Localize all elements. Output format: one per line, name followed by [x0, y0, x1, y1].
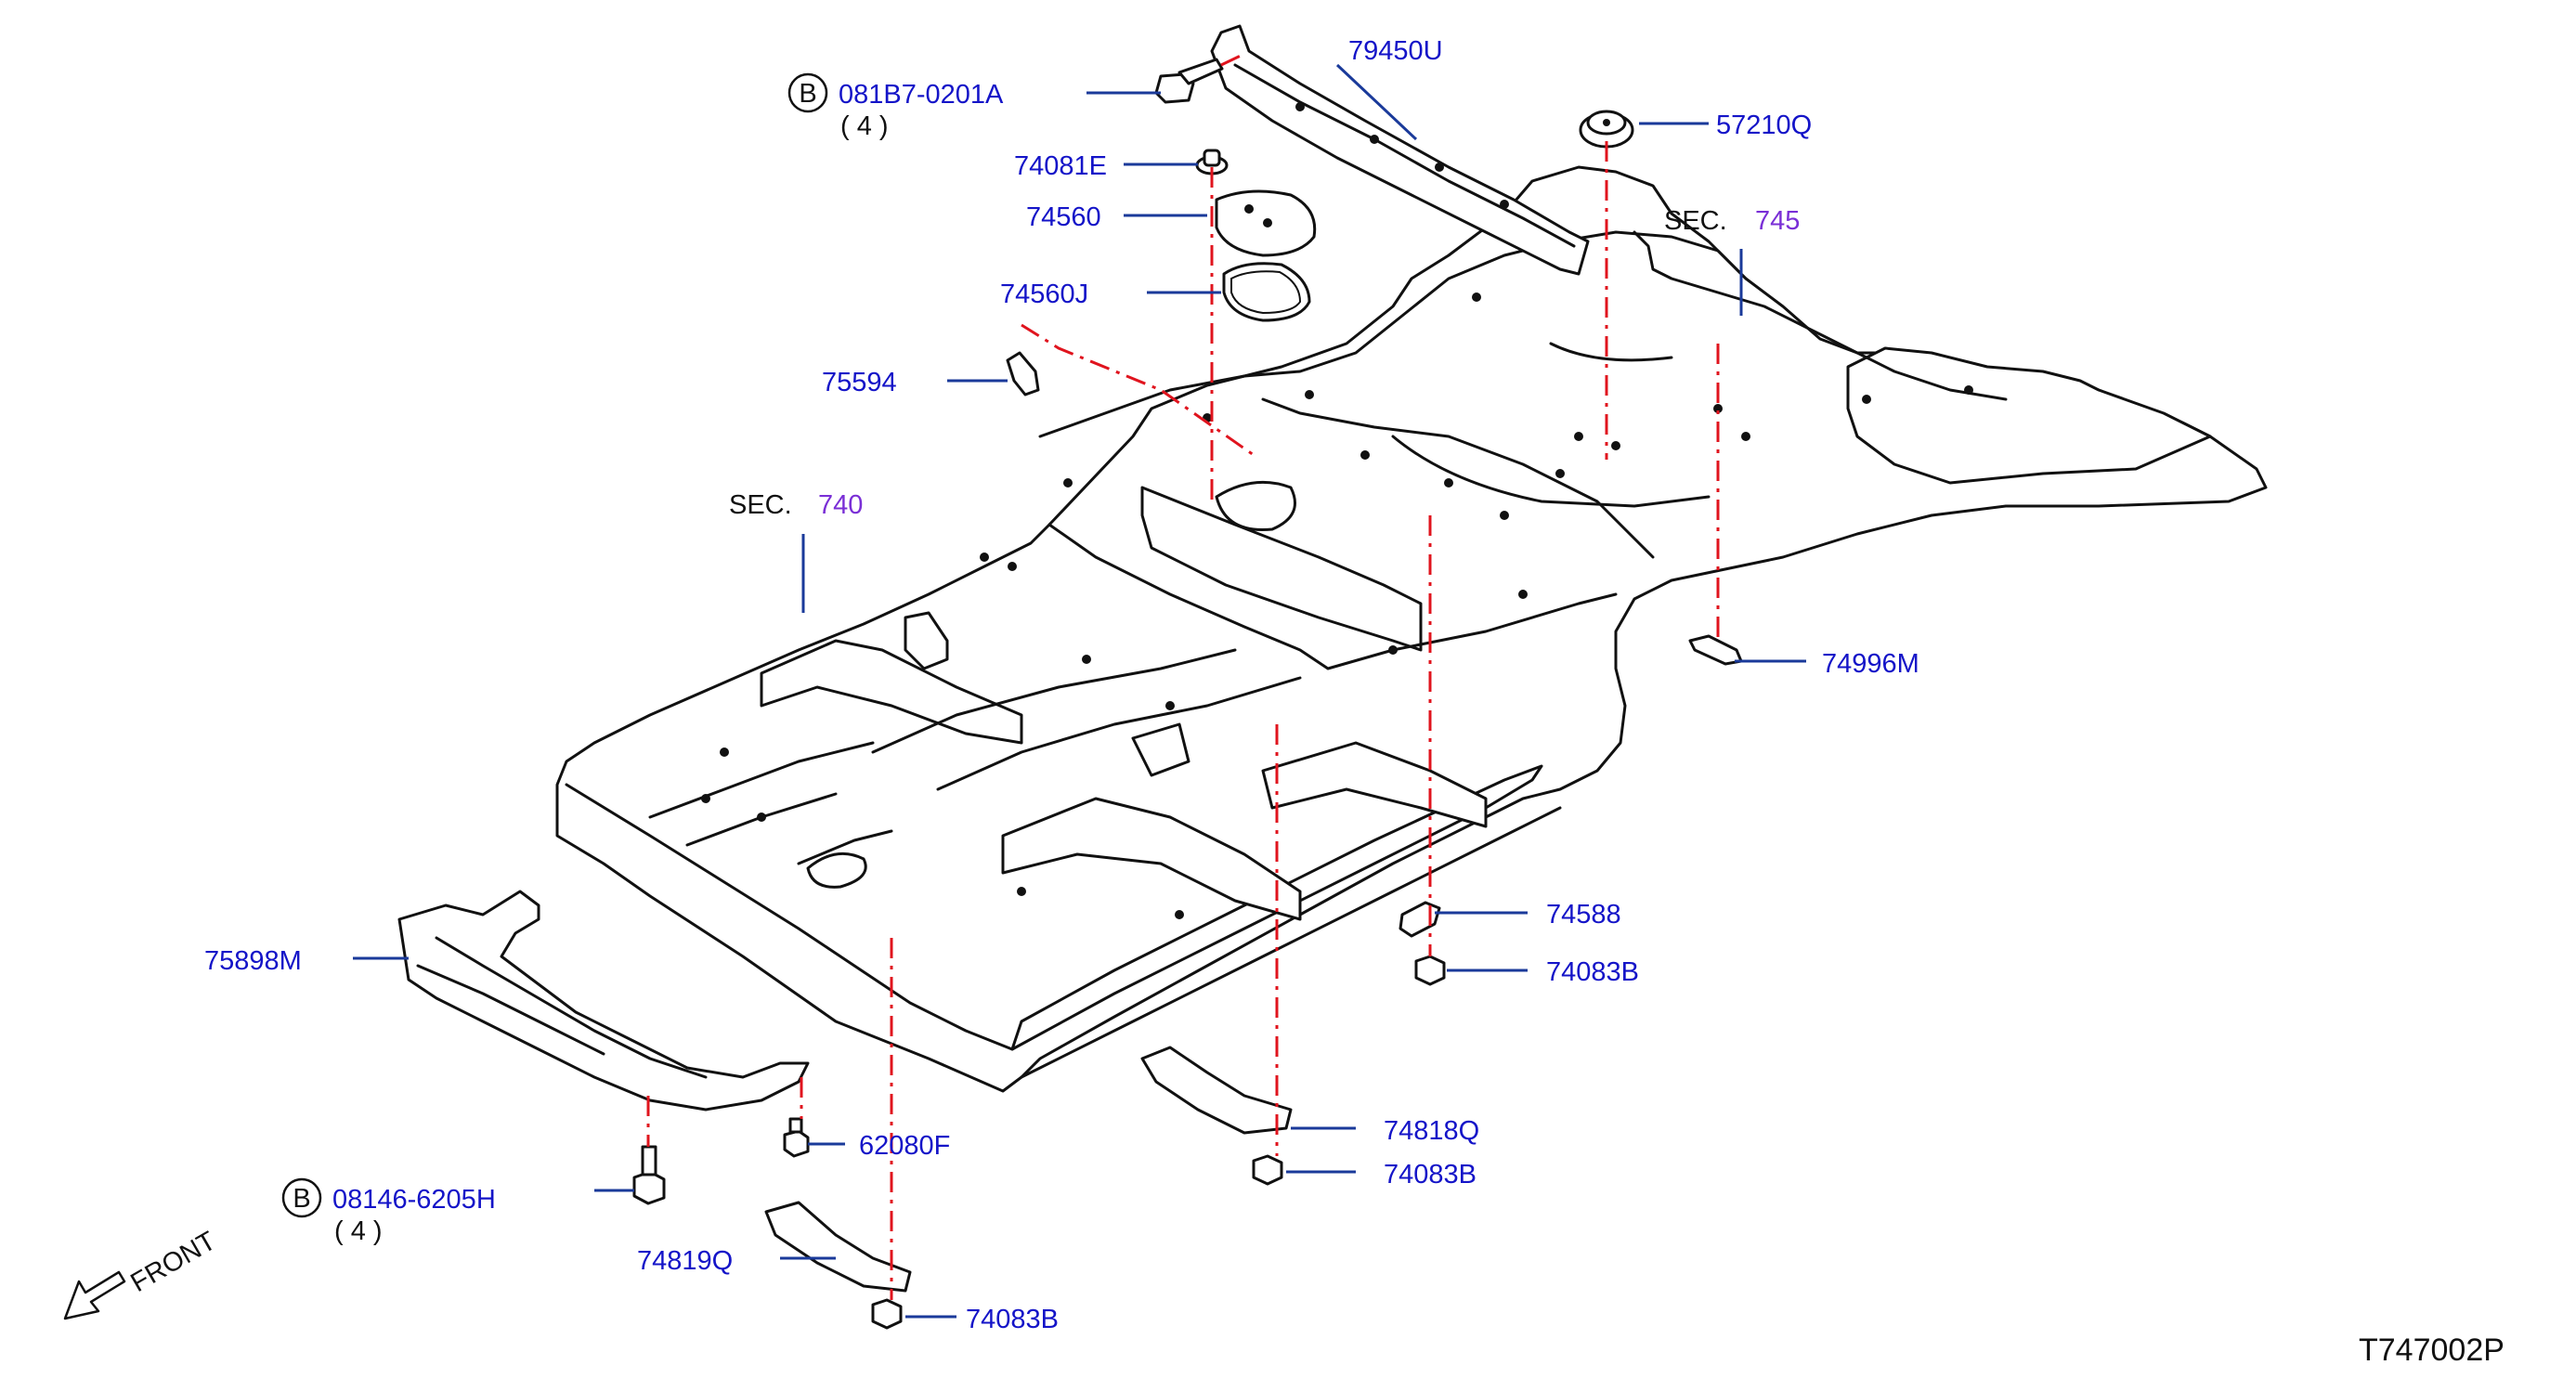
callout-74560j[interactable]: 74560J — [1000, 280, 1088, 309]
floor-holes — [701, 292, 1973, 919]
section-ref-745[interactable]: SEC. 745 — [1664, 206, 1800, 236]
callout-57210q[interactable]: 57210Q — [1716, 110, 1812, 140]
right-sill-lower — [1020, 806, 1562, 1079]
rear-arc — [1549, 342, 1673, 362]
floor-panel-outline — [555, 165, 2268, 1093]
callout-62080f[interactable]: 62080F — [859, 1131, 950, 1161]
assembly-centerlines — [646, 52, 1720, 1300]
front-crossmember — [760, 639, 1023, 745]
section-number: 745 — [1755, 206, 1800, 236]
callout-74818q[interactable]: 74818Q — [1384, 1116, 1479, 1146]
callout-74083b-left[interactable]: 74083B — [966, 1305, 1059, 1334]
floor-access-hole — [806, 852, 867, 889]
floor-panel-assembly — [555, 165, 2268, 1093]
under-cover-75898m — [397, 890, 810, 1112]
bolt-callout-081b7[interactable]: B 081B7-0201A ( 4 ) — [787, 72, 1004, 141]
bracket-74818q — [1140, 1046, 1293, 1135]
nut-74083b-center — [1252, 1154, 1283, 1186]
center-step-line — [1047, 523, 1618, 670]
plug-75594 — [1006, 351, 1040, 396]
center-bulkhead — [1140, 486, 1423, 652]
bolt-symbol-icon — [787, 72, 828, 113]
under-cover-ribs — [416, 936, 708, 1079]
center-crossmember — [1001, 797, 1302, 921]
rear-deck-inner — [1261, 397, 1655, 559]
left-sill — [565, 783, 1014, 1051]
rear-panel-bend — [1633, 230, 2008, 401]
callout-74081e[interactable]: 74081E — [1014, 151, 1107, 181]
section-number: 740 — [818, 490, 863, 520]
drawing-number: T747002P — [2359, 1332, 2504, 1368]
bolt-callout-08146[interactable]: B 08146-6205H ( 4 ) — [281, 1177, 496, 1246]
callout-79450u[interactable]: 79450U — [1348, 36, 1443, 66]
rear-floor-extension — [1846, 346, 2212, 485]
nut-74083b-right — [1414, 955, 1446, 986]
grommet-57210q — [1579, 110, 1634, 149]
callout-74083b-center[interactable]: 74083B — [1384, 1160, 1477, 1190]
seat-bracket-left — [904, 611, 949, 670]
bracket-74819q — [764, 1201, 912, 1293]
leader-lines — [353, 63, 1806, 1319]
clip-74081e — [1195, 149, 1229, 176]
section-prefix: SEC. — [1664, 206, 1727, 236]
bolt-08146 — [632, 1145, 666, 1205]
bolt-symbol: B — [293, 1184, 310, 1214]
rear-cross-bar — [1210, 24, 1590, 276]
bolt-symbol-icon — [281, 1177, 322, 1218]
callout-74819q[interactable]: 74819Q — [637, 1246, 733, 1276]
callout-75594[interactable]: 75594 — [822, 368, 897, 397]
quantity: ( 4 ) — [334, 1216, 383, 1246]
callout-74083b-right[interactable]: 74083B — [1546, 957, 1639, 987]
quantity: ( 4 ) — [840, 111, 889, 141]
rear-cross-bar-flange — [1233, 63, 1576, 248]
callout-75898m[interactable]: 75898M — [204, 946, 302, 976]
part-number: 081B7-0201A — [839, 80, 1004, 110]
bolt-symbol: B — [799, 79, 816, 109]
front-label: FRONT — [126, 1226, 222, 1298]
rear-wheelhouse-edge — [1391, 435, 1711, 508]
bracket-74588 — [1399, 901, 1441, 938]
rear-deck-edge — [1038, 230, 1748, 438]
clip-62080f — [783, 1117, 810, 1158]
seat-bracket-right — [1131, 722, 1190, 777]
front-arrow-icon — [63, 1270, 126, 1320]
nut-74083b-left — [871, 1298, 903, 1330]
front-direction-indicator: FRONT — [63, 1226, 222, 1320]
callout-74560[interactable]: 74560 — [1026, 202, 1101, 232]
callout-74588[interactable]: 74588 — [1546, 900, 1621, 930]
spare-tire-well-hole — [1215, 480, 1296, 532]
tunnel-right — [936, 676, 1302, 791]
bolt-081b7 — [1154, 58, 1224, 104]
section-prefix: SEC. — [729, 490, 792, 520]
part-number: 08146-6205H — [332, 1185, 496, 1215]
callout-74996m[interactable]: 74996M — [1822, 649, 1919, 679]
section-ref-740[interactable]: SEC. 740 — [729, 490, 863, 520]
tunnel-left — [871, 648, 1237, 754]
bracket-74996m — [1688, 634, 1743, 666]
